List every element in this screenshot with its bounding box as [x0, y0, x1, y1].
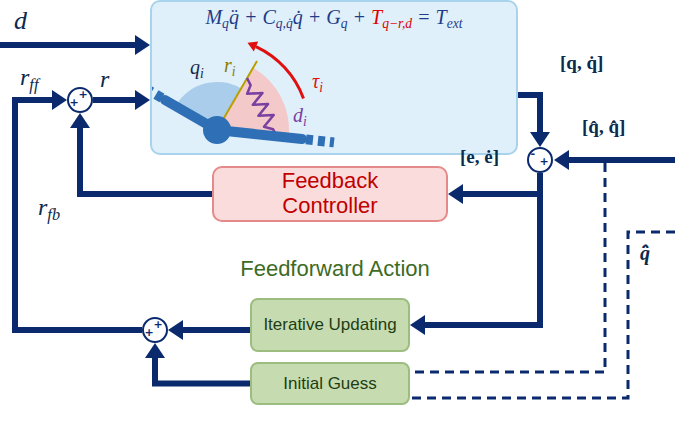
text-part: fb [47, 205, 60, 224]
box-label: Iterative Updating [263, 315, 396, 335]
arrow-head [248, 42, 259, 52]
text-part: ext [447, 16, 463, 31]
text-part: M [205, 6, 222, 28]
text-part: ff [29, 75, 38, 94]
text-part: i [200, 66, 204, 81]
signal-label: [e, ė] [460, 146, 499, 168]
signal-line [93, 97, 137, 103]
torque-arc [256, 47, 304, 99]
arrow-head [70, 113, 90, 128]
signal-line [518, 95, 540, 134]
dynamics-equation: Mqq̈ + Cq,q̇q̇ + Gq + Tq−r,d = Text [152, 6, 516, 32]
signal-label: q̂̈ [640, 242, 650, 265]
text-part: q [222, 16, 229, 31]
text-part: q [190, 56, 200, 78]
text-part: τ [312, 70, 319, 92]
signal-label: d [14, 6, 27, 36]
text-part: = T [412, 6, 447, 28]
signal-arrow [168, 320, 250, 340]
sign-label: - [531, 148, 536, 159]
text-part: r [224, 54, 232, 76]
summing-junction: -+ [527, 147, 553, 173]
signal-label: [q, q̇] [560, 52, 603, 74]
arrow-head [145, 343, 165, 358]
band-title: Feedforward Action [150, 256, 520, 282]
link-dashed [306, 139, 334, 142]
signal-line [461, 173, 540, 194]
torque-label: τi [312, 70, 323, 96]
signal-arrow [93, 90, 150, 110]
feedforward-band: Feedforward Action++Iterative UpdatingIn… [150, 246, 520, 426]
signal-label: rfb [38, 194, 60, 225]
signal-arrow [15, 90, 142, 330]
text-part: r [20, 64, 29, 90]
text-part: i [232, 64, 236, 79]
arrow-head [448, 184, 463, 204]
signal-line [181, 327, 250, 333]
disturbance-wire [0, 42, 136, 48]
text-part: T [371, 6, 382, 28]
signal-label: r [100, 66, 109, 93]
signal-arrow [518, 95, 550, 147]
controller-box: Feedback Controller [212, 166, 448, 222]
text-part: q̈ + C [229, 6, 276, 28]
band-outline [151, 247, 519, 425]
sign-label: + [540, 156, 549, 167]
process-box: Iterative Updating [250, 298, 410, 352]
plant-box: Mqq̈ + Cq,q̇q̇ + Gq + Tq−r,d = Text [150, 0, 518, 155]
arrow-head [52, 90, 67, 110]
sign-label: + [70, 97, 79, 108]
summing-junction: ++ [142, 317, 168, 343]
arrow-head [168, 320, 183, 340]
arrow-head [410, 315, 425, 335]
text-part: i [319, 80, 323, 95]
box-label: Initial Guess [283, 374, 377, 394]
text-part: q [341, 16, 348, 31]
text-part: q−r,d [382, 16, 412, 31]
signal-line [15, 100, 142, 330]
signal-arrow [145, 343, 250, 384]
text-part: q,q̇ [276, 16, 293, 31]
box-label: Feedback Controller [255, 169, 405, 218]
summing-junction: ++ [67, 87, 93, 113]
reference-wire [568, 157, 675, 163]
signal-label: [q̂, q̂̇] [582, 116, 625, 138]
text-part: r [38, 194, 47, 220]
arrow-head [530, 132, 550, 147]
spring-symbol [247, 78, 277, 136]
text-part: + [348, 6, 372, 28]
sign-label: + [79, 89, 88, 100]
angle-label: qi [190, 56, 204, 82]
spring-label: di [293, 104, 307, 130]
sign-label: + [154, 319, 163, 330]
joint [203, 116, 231, 144]
text-part: d [293, 104, 303, 126]
process-box: Initial Guess [250, 362, 410, 405]
signal-label: rff [20, 64, 38, 95]
signal-line [155, 356, 250, 384]
arrow-head [135, 35, 150, 55]
sign-label: + [145, 327, 154, 338]
arrow-head [554, 150, 569, 170]
text-part: q̇ + G [293, 6, 341, 28]
reference-label: ri [224, 54, 236, 80]
arrow-head [135, 90, 150, 110]
link-dashed [152, 87, 162, 98]
signal-arrow [448, 173, 540, 204]
text-part: i [303, 114, 307, 129]
